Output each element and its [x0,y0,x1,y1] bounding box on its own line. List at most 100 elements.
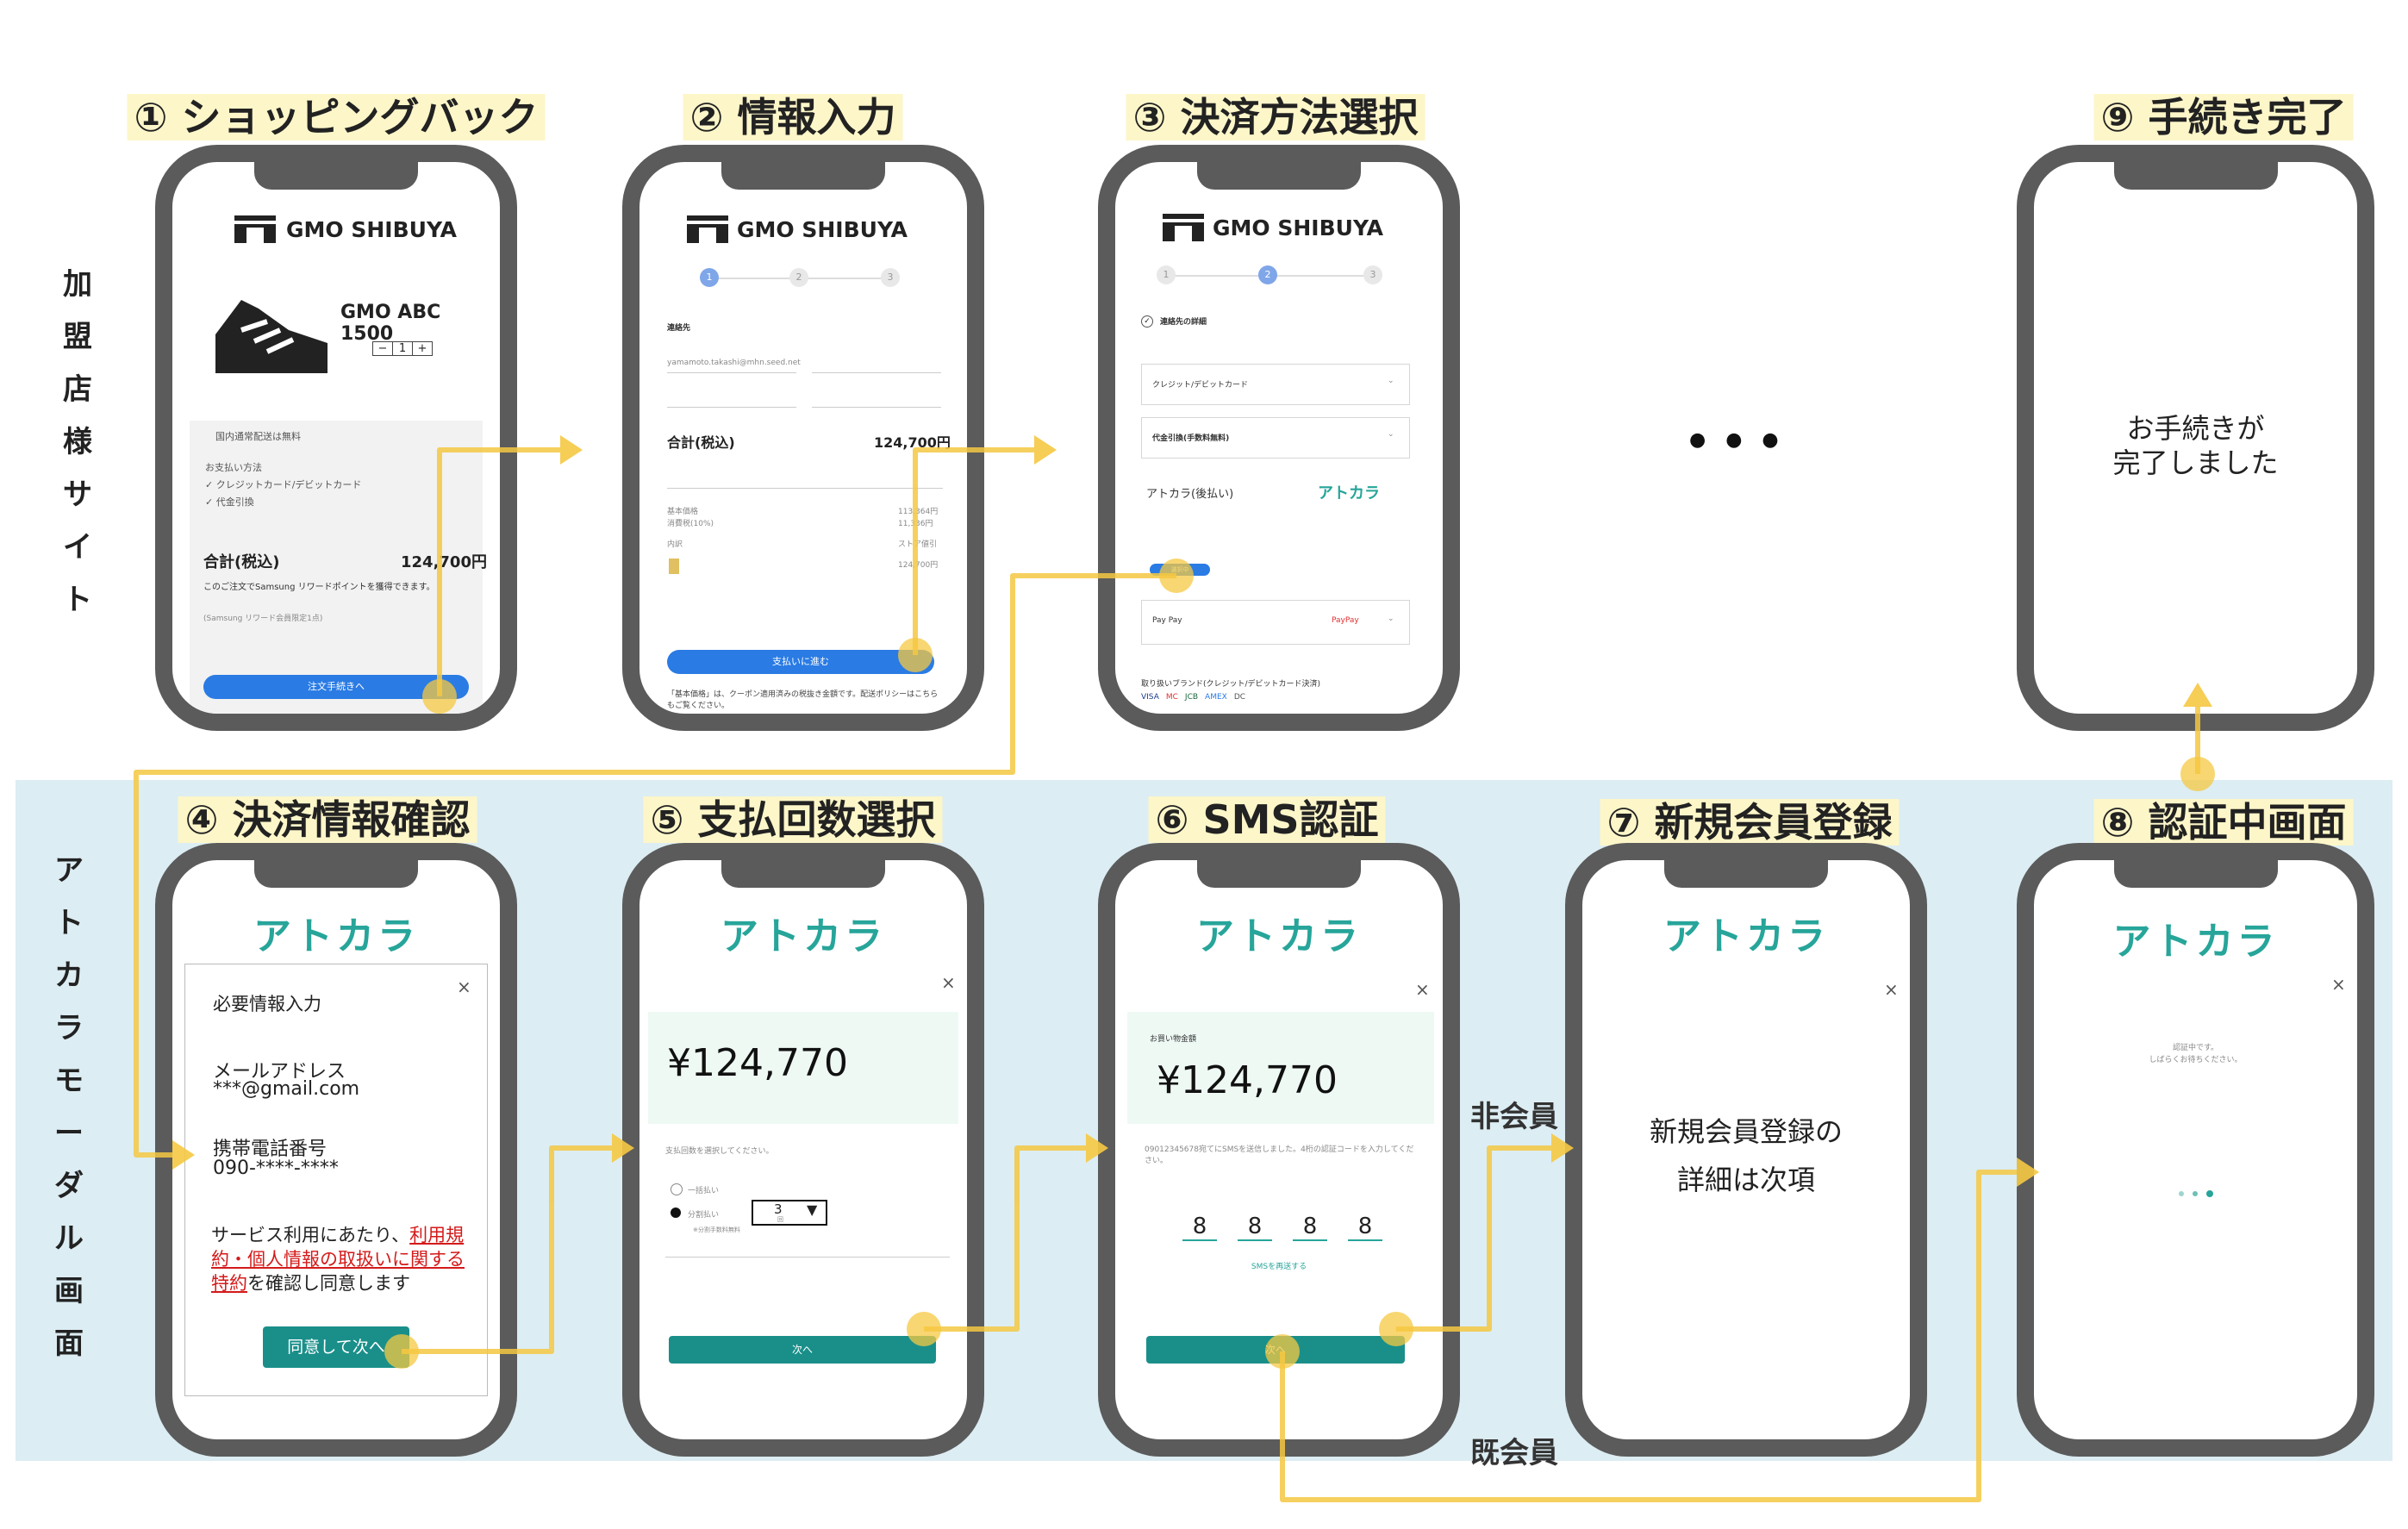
phone-step6-sms-auth: アトカラ × お買い物金額 ¥124,770 09012345678宛てにSMS… [1098,843,1460,1457]
product-name: GMO ABC 1500 [340,302,441,345]
phone-notch [1197,162,1361,190]
quantity-stepper[interactable]: − 1 + [372,341,433,356]
installment-unit: 回 [777,1216,783,1223]
mastercard-icon: MC [1165,693,1178,702]
email-field[interactable]: yamamoto.takashi@mhn.seed.net [667,359,801,367]
shop-name: GMO SHIBUYA [286,217,457,242]
phone-notch [2113,860,2278,888]
info-input-modal: 必要情報入力 × メールアドレス ***@gmail.com 携帯電話番号 09… [184,964,488,1396]
phone-step4-payment-confirm: アトカラ 必要情報入力 × メールアドレス ***@gmail.com 携帯電話… [155,843,517,1457]
phone-notch [254,162,418,190]
shop-name: GMO SHIBUYA [1213,215,1383,240]
proceed-to-payment-button[interactable]: 支払いに進む [667,650,934,674]
merchant-label-char: サ [63,477,92,512]
phone-step1-shopping-bag: GMO SHIBUYA GMO ABC 1500 − 1 + 国内通常配送は無料… [155,145,517,731]
payment-option-atokara[interactable]: アトカラ(後払い) アトカラ [1141,471,1408,514]
shop-name: GMO SHIBUYA [737,217,908,242]
chevron-down-icon: ⌄ [1388,377,1394,385]
paypay-logo: PayPay [1332,616,1359,625]
close-icon[interactable]: × [457,977,471,997]
phone-step7-new-member: アトカラ × 新規会員登録の 詳細は次項 [1565,843,1927,1457]
consent-text: サービス利用にあたり、利用規約・個人情報の取扱いに関する特約を確認し同意します [211,1223,470,1295]
sneaker-icon [215,300,328,373]
check-circle-icon: ✓ [1141,315,1153,328]
step-title-7: ⑦ 新規会員登録 [1600,791,1900,848]
phone-notch [2113,162,2278,190]
atokara-logo: アトカラ [2112,920,2279,964]
radio-installment[interactable] [671,1208,681,1218]
field-underline [812,372,941,373]
next-button[interactable]: 次へ [1146,1336,1405,1364]
phone-notch [254,860,418,888]
modal-label-char: ダ [54,1169,84,1203]
amount-value: ¥124,770 [1157,1058,1338,1102]
code-digit-3[interactable]: 8 [1293,1214,1327,1241]
breakdown-value-1: 113,364円 [898,508,939,516]
close-icon[interactable]: × [1884,979,1899,1000]
note-line2: 詳細は次項 [1676,1164,1815,1196]
installment-label: 分割払い [688,1211,720,1220]
divider [667,488,943,489]
shop-logo-icon [234,215,276,243]
stepper-step-2: 2 [1258,265,1277,284]
close-icon[interactable]: × [1415,979,1430,1000]
note-line1: 新規会員登録の [1649,1115,1843,1148]
payment-option-paypay[interactable]: Pay Pay PayPay ⌄ [1141,600,1410,645]
breakdown-value-3: ストア値引 [898,540,938,549]
breakdown-label-3: 内訳 [667,540,683,549]
qty-plus[interactable]: + [417,342,427,355]
loading-dots-icon [2179,1189,2213,1198]
atokara-logo: アトカラ [253,914,419,958]
step-title-6: ⑥ SMS認証 [1148,789,1386,846]
payment-option-card: ✓ クレジットカード/デビットカード [205,479,362,490]
next-button[interactable]: 次へ [669,1336,936,1364]
chevron-down-icon: ⌄ [1388,430,1394,439]
option-label: アトカラ(後払い) [1146,488,1234,501]
qty-minus[interactable]: − [373,342,393,355]
installment-count-select[interactable]: 3 回 ▼ [752,1200,827,1226]
shipping-note: 国内通常配送は無料 [215,431,301,442]
card-brand-list: VISA MC JCB AMEX DC [1141,693,1245,702]
selected-chip[interactable]: 選択中 [1150,564,1210,576]
points-note: このご注文でSamsung リワードポイントを獲得できます。 [203,583,435,592]
code-digit-1[interactable]: 8 [1182,1214,1217,1241]
payment-option-cod[interactable]: 代金引換(手数料無料) ⌄ [1141,417,1410,459]
merchant-label-char: 加 [63,267,92,302]
breakdown-label-2: 消費税(10%) [667,520,714,528]
field-underline [667,407,796,408]
payment-heading: お支払い方法 [205,462,262,473]
payment-option-card[interactable]: クレジット/デビットカード ⌄ [1141,364,1410,405]
installment-count: 3 [774,1201,783,1217]
email-value: ***@gmail.com [213,1078,360,1100]
field-underline [812,407,941,408]
close-icon[interactable]: × [941,972,956,993]
qty-value: 1 [393,342,413,355]
modal-label-char: モ [54,1064,84,1098]
step-title-5: ⑤ 支払回数選択 [643,789,943,846]
atokara-logo: アトカラ [721,914,886,958]
checkout-button[interactable]: 注文手続きへ [203,675,469,699]
close-icon[interactable]: × [2331,974,2346,995]
modal-label-char: ト [54,906,84,940]
phone-notch [721,860,885,888]
payment-option-cod: ✓ 代金引換 [205,496,254,508]
modal-label-char: カ [54,958,84,993]
total-label: 合計(税込) [667,434,735,451]
footnote: 「基本価格」は、クーポン適用済みの税抜き金額です。配送ポリシーはこちらもご覧くだ… [667,690,939,710]
agree-next-button[interactable]: 同意して次へ [263,1326,409,1368]
modal-title: 必要情報入力 [213,994,321,1014]
done-message-line2: 完了しました [2112,446,2279,479]
code-digit-2[interactable]: 8 [1238,1214,1272,1241]
more-steps-ellipsis: ● ● ● [1689,429,1786,451]
phone-step8-authenticating: アトカラ × 認証中です。 しばらくお待ちください。 [2017,843,2374,1457]
modal-label-char: ル [54,1221,84,1256]
resend-sms-link[interactable]: SMSを再送する [1251,1263,1307,1271]
merchant-label-char: 盟 [63,320,92,354]
wait-line1: 認証中です。 [2172,1044,2219,1052]
done-message-line1: お手続きが [2126,412,2265,445]
modal-label-char: ー [54,1116,84,1151]
modal-label-char: ア [54,853,84,888]
brands-label: 取り扱いブランド(クレジット/デビットカード決済) [1141,680,1321,689]
code-digit-4[interactable]: 8 [1348,1214,1382,1241]
radio-lump-sum[interactable] [671,1183,683,1195]
